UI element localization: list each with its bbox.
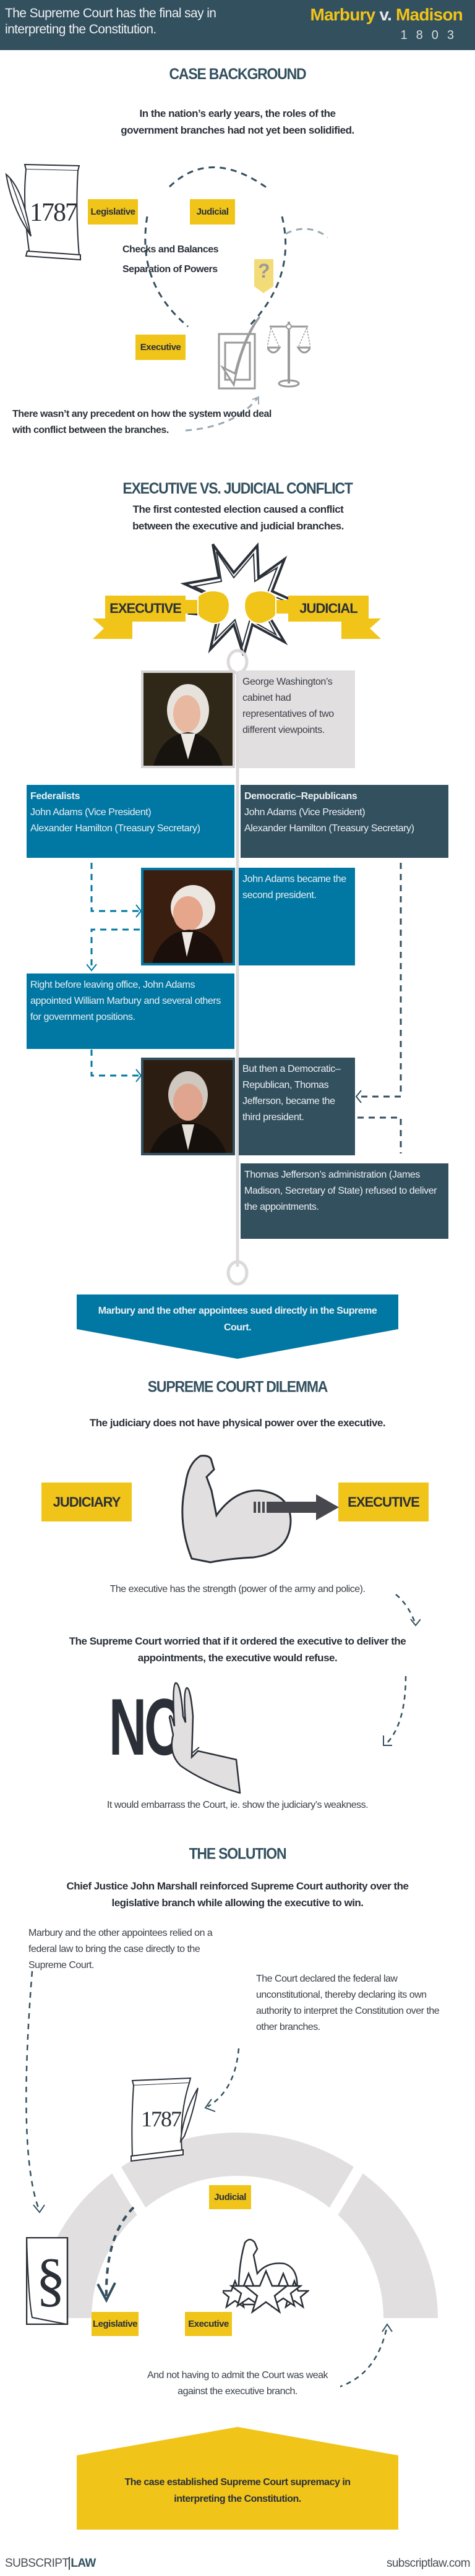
branches-cycle-dashed-circle [93,160,328,345]
card-adams-president: John Adams became the second president. [239,868,355,965]
banner-tail-right [341,618,381,639]
flexed-arm-icon [179,1453,346,1565]
question-mark: ? [258,260,270,282]
banner-executive: EXECUTIVE [105,596,186,622]
portrait-thomas-jefferson [141,1058,235,1155]
box-judiciary: JUDICIARY [41,1483,132,1521]
brand-logo-light: SUBSCRIPT [5,2557,69,2570]
precedent-note: There wasn’t any precedent on how the sy… [12,409,272,435]
strength-note: The executive has the strength (power of… [109,1584,366,1594]
left-note-arrow [12,1970,49,2341]
conflict-lead: The first contested election caused a co… [132,503,344,532]
checkbox-icon [218,315,267,390]
case-title-madison: Madison [396,5,463,24]
card-refusal: Thomas Jefferson’s administration (James… [241,1163,448,1239]
outcome-arrow-banner [77,1294,398,1359]
arm-with-stars-icon [223,2236,309,2317]
branch-judicial: Judicial [190,199,235,225]
case-title-v: v. [379,5,392,24]
branch-executive: Executive [135,335,186,360]
case-year: 1803 [400,28,463,42]
site-url-link[interactable]: subscriptlaw.com [386,2557,471,2570]
republicans-line1: John Adams (Vice President) [244,807,366,818]
solution-right-note: The Court declared the federal law uncon… [256,1974,440,2032]
bottom-note: And not having to admit the Court was we… [147,2370,328,2397]
republicans-heading: Democratic–Republicans [244,791,357,802]
refusal-arrow [371,1675,408,1761]
law-document-icon [26,2237,69,2325]
constitution-year: 1787 [30,199,78,227]
solution-branch-judicial: Judicial [209,2185,251,2209]
dilemma-worry: The Supreme Court worried that if it ord… [69,1635,406,1664]
portrait-john-adams [141,868,235,965]
section-title-dilemma: SUPREME COURT DILEMMA [147,1377,328,1396]
boxing-gloves-icon [184,588,289,626]
government-arch [37,2089,438,2324]
republicans-line2: Alexander Hamilton (Treasury Secretary) [244,823,414,834]
judicial-to-legislative-arrow [93,2205,136,2304]
outcome-text: Marbury and the other appointees sued di… [98,1306,377,1333]
case-title: Marbury v. Madison [310,5,463,25]
bottom-note-arrow [340,2313,464,2394]
conclusion-house-shape [77,2427,398,2530]
section-title-case-background: CASE BACKGROUND [169,64,307,83]
section-symbol: § [36,2246,66,2313]
branch-legislative: Legislative [88,199,138,225]
case-title-marbury: Marbury [310,5,376,24]
strength-arrow [390,1590,421,1627]
federalists-heading: Federalists [30,791,80,802]
federalists-line2: Alexander Hamilton (Treasury Secretary) [30,823,200,834]
solution-left-note: Marbury and the other appointees relied … [28,1928,213,1971]
header-tagline: The Supreme Court has the final say in i… [5,6,216,36]
card-democratic-republicans: Democratic–Republicans John Adams (Vice … [241,785,448,858]
solution-branch-executive: Executive [185,2312,232,2336]
constitution-scroll-icon-solution [129,2077,203,2163]
section-title-conflict: EXECUTIVE VS. JUDICIAL CONFLICT [122,479,353,497]
embarrass-note: It would embarrass the Court, ie. show t… [106,1800,369,1810]
header-banner [0,0,475,50]
box-executive: EXECUTIVE [338,1483,429,1521]
card-federalists: Federalists John Adams (Vice President) … [27,785,234,858]
card-appointments: Right before leaving office, John Adams … [27,973,234,1049]
portrait-george-washington [141,670,235,768]
background-lead: In the nation’s early years, the roles o… [121,108,354,136]
scales-of-justice-icon [267,315,310,390]
section-title-solution: THE SOLUTION [189,1844,287,1863]
concept-separation-powers: Separation of Powers [122,264,218,275]
constitution-scroll-icon [2,162,83,261]
right-note-arrow [198,2047,247,2115]
dilemma-lead: The judiciary does not have physical pow… [89,1417,386,1429]
card-washington: George Washington’s cabinet had represen… [239,670,355,768]
brand-logo-bold: LAW [69,2557,96,2570]
question-tag-icon [254,259,273,293]
constitution-year-solution: 1787 [141,2107,182,2131]
timeline-line [223,641,254,1286]
federalists-line1: John Adams (Vice President) [30,807,152,818]
precedent-arrow [142,396,266,433]
stop-hand-icon [168,1679,249,1794]
banner-tail-left [93,618,132,639]
conclusion-text: The case established Supreme Court supre… [124,2477,351,2504]
republican-flow-arrows [353,863,408,1153]
solution-branch-legislative: Legislative [92,2312,139,2336]
card-jefferson-president: But then a Democratic–Republican, Thomas… [239,1058,355,1155]
solution-lead: Chief Justice John Marshall reinforced S… [66,1880,409,1909]
concept-checks-balances: Checks and Balances [122,244,219,255]
banner-judicial: JUDICIAL [288,596,369,622]
